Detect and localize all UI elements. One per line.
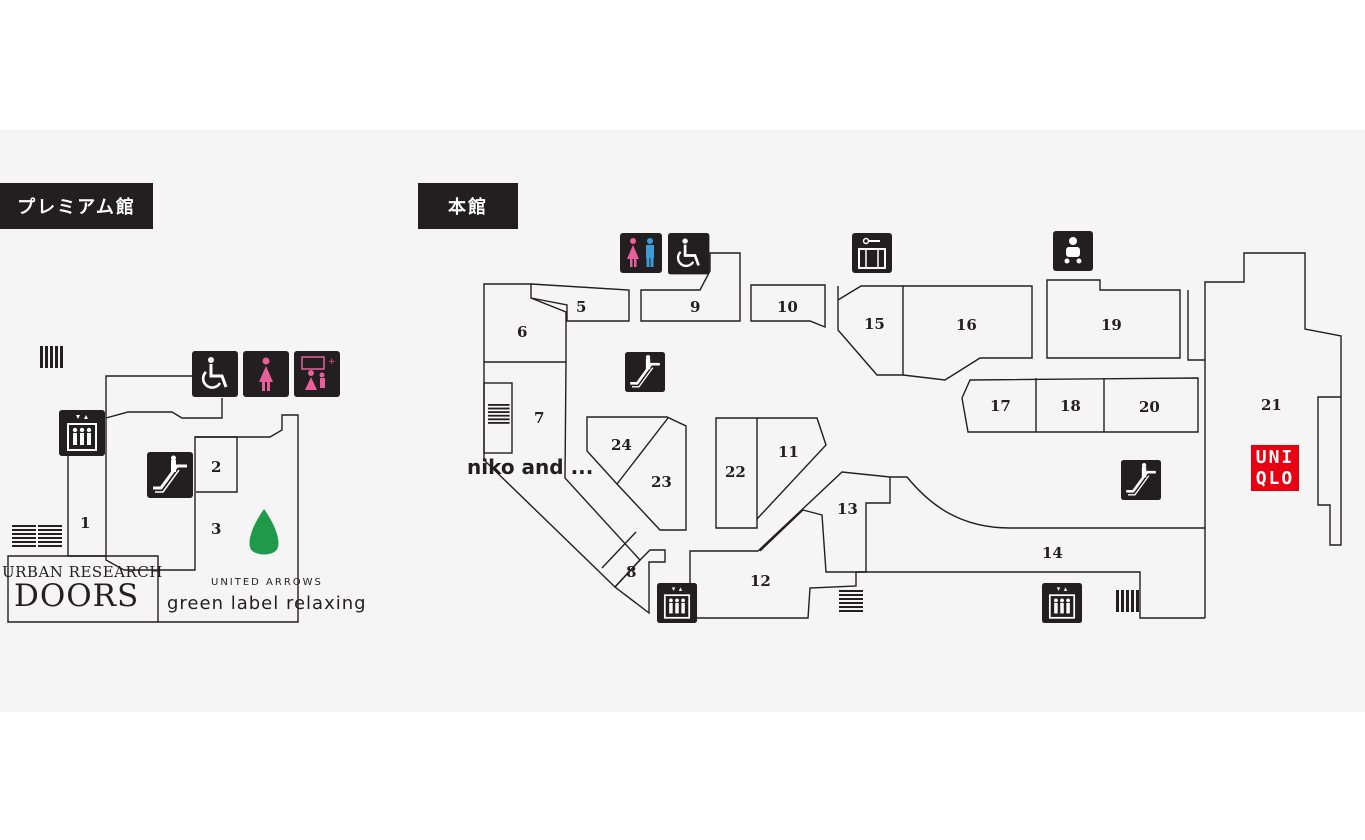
shop-number-23: 23 bbox=[651, 473, 672, 491]
shop-number-19: 19 bbox=[1101, 316, 1122, 334]
uniqlo-logo-line1: UNI bbox=[1255, 447, 1295, 468]
premium-restroom-family-icon: + bbox=[294, 351, 340, 397]
locker-icon bbox=[852, 233, 892, 273]
premium-stairs-bottom bbox=[12, 525, 62, 547]
shop-number-2: 2 bbox=[211, 458, 221, 476]
shop-number-9: 9 bbox=[690, 298, 700, 316]
shop-numbers: 1 2 3 5 6 7 8 9 10 11 12 13 14 15 16 17 … bbox=[80, 298, 1282, 590]
shop-number-21: 21 bbox=[1261, 396, 1282, 414]
main-escalator-icon-1 bbox=[623, 350, 667, 394]
main-escalator-icon-2 bbox=[1119, 458, 1163, 502]
doors-label: DOORS bbox=[14, 578, 140, 614]
shop-number-18: 18 bbox=[1060, 397, 1081, 415]
shop-number-6: 6 bbox=[517, 323, 527, 341]
shop-number-7: 7 bbox=[534, 409, 544, 427]
shop-number-17: 17 bbox=[990, 397, 1011, 415]
main-elevator-icon-1 bbox=[656, 582, 698, 624]
green-label-leaf-logo bbox=[249, 509, 279, 555]
main-stairs-7 bbox=[488, 404, 510, 424]
shop-number-20: 20 bbox=[1139, 398, 1160, 416]
shop-number-22: 22 bbox=[725, 463, 746, 481]
uniqlo-logo: UNI QLO bbox=[1251, 445, 1299, 491]
urban-research-label: URBAN RESEARCH bbox=[2, 563, 163, 581]
united-arrows-label: UNITED ARROWS bbox=[211, 577, 323, 588]
building-label-main: 本館 bbox=[418, 183, 518, 229]
shop-number-1: 1 bbox=[80, 514, 90, 532]
main-building bbox=[483, 252, 1342, 619]
uniqlo-logo-line2: QLO bbox=[1255, 468, 1295, 489]
premium-restroom-women-icon bbox=[243, 351, 289, 397]
building-label-premium: プレミアム館 bbox=[0, 183, 153, 229]
premium-building bbox=[7, 375, 299, 623]
main-wheelchair-icon bbox=[666, 231, 711, 276]
shop-number-8: 8 bbox=[626, 563, 636, 581]
shop-number-5: 5 bbox=[576, 298, 586, 316]
main-elevator-icon-2 bbox=[1041, 582, 1083, 624]
main-stairs-12 bbox=[839, 590, 863, 612]
shop-number-12: 12 bbox=[750, 572, 771, 590]
svg-text:+: + bbox=[328, 357, 336, 367]
main-restroom-icon bbox=[620, 233, 662, 273]
main-stairs-14 bbox=[1116, 590, 1139, 612]
premium-escalator-icon bbox=[145, 450, 195, 500]
baby-care-icon bbox=[1053, 231, 1093, 271]
premium-wheelchair-icon bbox=[190, 349, 240, 399]
shop-number-3: 3 bbox=[211, 520, 221, 538]
green-label-relaxing-label: green label relaxing bbox=[167, 593, 367, 614]
premium-elevator bbox=[58, 409, 106, 457]
shop-number-10: 10 bbox=[777, 298, 798, 316]
shop-number-24: 24 bbox=[611, 436, 632, 454]
shop-number-13: 13 bbox=[837, 500, 858, 518]
niko-and-label: niko and ... bbox=[467, 455, 594, 479]
premium-stairs-top bbox=[40, 346, 63, 368]
shop-number-16: 16 bbox=[956, 316, 977, 334]
shop-number-11: 11 bbox=[778, 443, 799, 461]
shop-number-14: 14 bbox=[1042, 544, 1063, 562]
shop-number-15: 15 bbox=[864, 315, 885, 333]
